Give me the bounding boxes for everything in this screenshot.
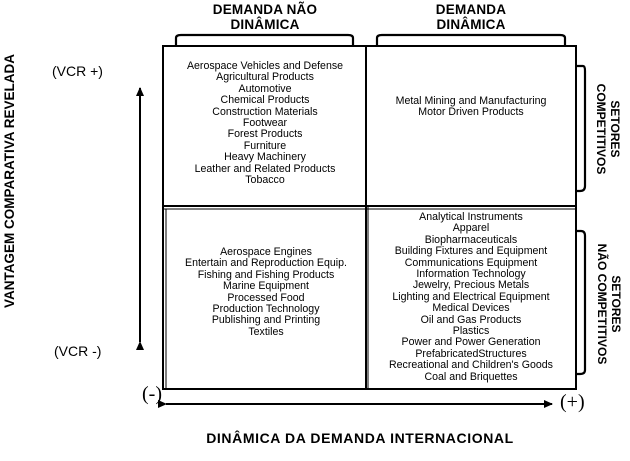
sector-item: Leather and Related Products bbox=[194, 162, 336, 175]
sector-item: Apparel bbox=[452, 222, 490, 235]
sector-item: Lighting and Electrical Equipment bbox=[392, 290, 550, 303]
sector-item: Furniture bbox=[243, 139, 287, 152]
sector-item: Processed Food bbox=[227, 291, 305, 304]
column-header-dynamic-line2: DINÂMICA bbox=[436, 17, 506, 32]
sector-item: Production Technology bbox=[212, 303, 320, 316]
sector-item: Entertain and Reproduction Equip. bbox=[185, 257, 347, 270]
matrix-frame bbox=[162, 45, 577, 390]
sector-item: Information Technology bbox=[416, 268, 526, 281]
column-header-non-dynamic-line2: DINÂMICA bbox=[230, 17, 300, 32]
row-header-non-competitive-line1: SETORES bbox=[609, 275, 623, 333]
sector-item: Forest Products bbox=[227, 128, 303, 141]
sector-item: Medical Devices bbox=[432, 302, 510, 315]
column-header-non-dynamic: DEMANDA NÃO DINÂMICA bbox=[176, 2, 354, 32]
sector-item: Communications Equipment bbox=[404, 256, 538, 269]
row-header-competitive: SETORES COMPETITIVOS bbox=[592, 64, 622, 194]
sector-item: Jewelry, Precious Metals bbox=[412, 279, 530, 292]
column-header-non-dynamic-line1: DEMANDA NÃO bbox=[212, 2, 318, 17]
sector-item: Fishing and Fishing Products bbox=[197, 268, 335, 281]
column-header-dynamic-line1: DEMANDA bbox=[435, 2, 507, 17]
sector-item: Motor Driven Products bbox=[418, 106, 524, 119]
top-row-brace bbox=[576, 64, 587, 193]
sector-item: Coal and Briquettes bbox=[424, 370, 518, 383]
sector-item: Aerospace Vehicles and Defense bbox=[186, 60, 344, 72]
sector-item: Textiles bbox=[248, 325, 284, 338]
sector-item: Publishing and Printing bbox=[211, 314, 321, 327]
sector-item: Agricultural Products bbox=[216, 71, 314, 84]
sector-item: Marine Equipment bbox=[223, 280, 309, 293]
sector-item: Heavy Machinery bbox=[224, 151, 306, 164]
x-axis-plus-label: (+) bbox=[560, 391, 585, 413]
left-column-brace bbox=[174, 33, 355, 45]
sector-item: PrefabricatedStructures bbox=[415, 347, 527, 360]
sector-item: Footwear bbox=[242, 117, 288, 130]
sector-item: Analytical Instruments bbox=[419, 211, 523, 223]
row-header-non-competitive-line2: NÃO COMPETITIVOS bbox=[595, 243, 609, 365]
row-header-non-competitive: SETORES NÃO COMPETITIVOS bbox=[593, 232, 623, 376]
x-axis-minus-label: (-) bbox=[142, 383, 162, 405]
x-axis-label: DINÂMICA DA DEMANDA INTERNACIONAL bbox=[206, 430, 514, 446]
bottom-row-brace bbox=[576, 229, 587, 376]
sector-item: Biopharmaceuticals bbox=[424, 233, 518, 246]
sector-item: Oil and Gas Products bbox=[420, 313, 522, 326]
y-axis-top-label: (VCR +) bbox=[52, 63, 103, 79]
right-column-brace bbox=[375, 33, 567, 45]
sector-item: Automotive bbox=[238, 82, 292, 95]
sector-item: Aerospace Engines bbox=[220, 246, 312, 258]
sector-item: Chemical Products bbox=[220, 94, 310, 107]
sector-item: Recreational and Children's Goods bbox=[389, 359, 553, 372]
sector-item: Plastics bbox=[452, 325, 490, 338]
y-axis-label: VANTAGEM COMPARATIVA REVELADA bbox=[2, 54, 17, 308]
sector-item: Building Fixtures and Equipment bbox=[394, 245, 548, 258]
column-header-dynamic: DEMANDA DINÂMICA bbox=[377, 2, 565, 32]
sector-item: Tobacco bbox=[245, 174, 285, 187]
row-header-competitive-line1: SETORES bbox=[608, 100, 622, 158]
sector-item: Construction Materials bbox=[212, 105, 318, 118]
y-axis-bottom-label: (VCR -) bbox=[54, 343, 102, 359]
sector-item: Power and Power Generation bbox=[401, 336, 541, 349]
sector-item: Metal Mining and Manufacturing bbox=[395, 95, 547, 107]
row-header-competitive-line2: COMPETITIVOS bbox=[594, 83, 608, 175]
